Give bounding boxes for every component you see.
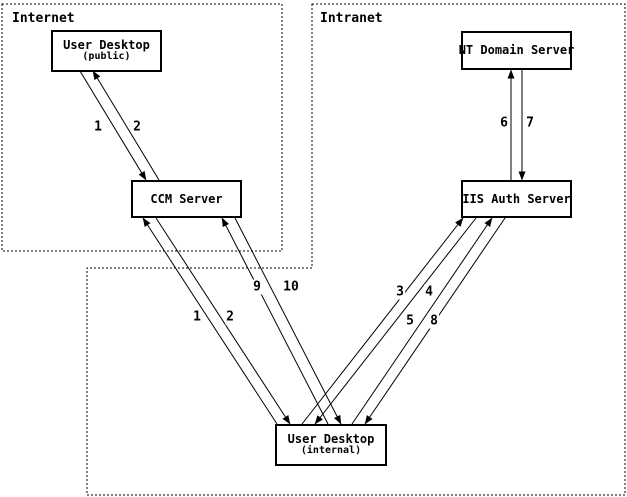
node-subtitle: (public) [82,51,131,63]
edge-line-2-internal [155,217,291,425]
edge-label-5: 5 [405,313,415,329]
intranet-region-label: Intranet [320,11,383,26]
edge-label-10: 10 [282,279,300,295]
node-title: User Desktop [287,432,375,447]
node-iis-auth-server: IIS Auth Server [461,180,572,218]
edge-label-8: 8 [429,313,439,329]
edge-line-10 [234,217,342,425]
edge-line-5 [351,217,493,425]
node-nt-domain-server: NT Domain Server [458,31,575,70]
edge-label-4: 4 [424,284,434,300]
edge-label-2-public: 2 [132,119,142,135]
node-title: User Desktop [63,38,150,53]
edge-line-4 [314,217,477,425]
edge-line-1-public [79,70,147,181]
edge-label-1-internal: 1 [192,309,202,325]
internet-region-label: Internet [12,11,75,26]
node-ccm-server: CCM Server [131,180,242,218]
node-title: NT Domain Server [458,43,575,58]
node-title: IIS Auth Server [462,191,571,206]
node-user-desktop-public: User Desktop (public) [51,30,162,72]
edge-line-1-internal [142,217,278,425]
edge-label-6: 6 [499,115,509,131]
edge-line-2-public [92,70,160,181]
node-user-desktop-internal: User Desktop (internal) [275,424,387,466]
internet-region-outline [1,3,283,252]
edge-label-3: 3 [395,284,405,300]
edge-line-3 [301,217,464,425]
edge-label-7: 7 [525,115,535,131]
edge-label-2-internal: 2 [225,309,235,325]
edge-label-1-public: 1 [93,119,103,135]
intranet-region-outline [86,3,626,496]
node-subtitle: (internal) [300,445,362,457]
node-title: CCM Server [150,191,223,206]
edge-line-9 [221,217,329,425]
edge-label-9: 9 [252,279,262,295]
